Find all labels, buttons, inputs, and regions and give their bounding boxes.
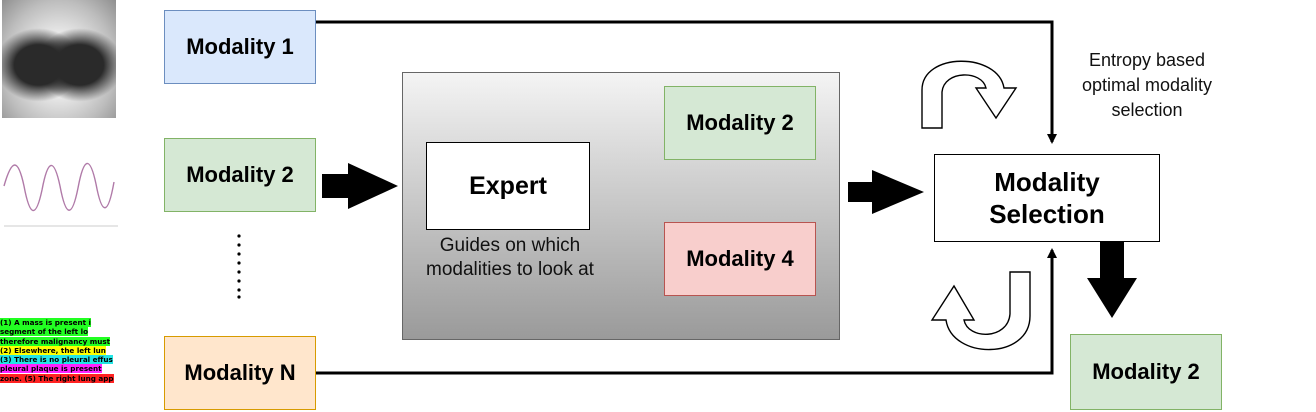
entropy-annotation-line3: selection [1111,100,1183,120]
modality-n-box: Modality N [164,336,316,410]
modality-n-label: Modality N [184,360,296,385]
expert-output-modality-4-box: Modality 4 [664,222,816,296]
modality-2-input-box: Modality 2 [164,138,316,212]
modality-1-box: Modality 1 [164,10,316,84]
entropy-annotation-line2: optimal modality [1081,75,1213,95]
expert-output-modality-4-label: Modality 4 [686,246,794,271]
expert-caption-line1: Guides on which [439,235,581,256]
entropy-annotation-line1: Entropy based [1088,50,1206,70]
report-line: therefore malignancy must [0,336,111,346]
chest-xray-thumbnail [2,0,116,118]
arrow-to-expert-panel [322,163,398,209]
ellipsis-dots [237,234,241,299]
modality-2-input-label: Modality 2 [186,162,294,187]
output-modality-2-label: Modality 2 [1092,359,1200,384]
selection-label-line1: Modality [994,167,1100,197]
expert-caption: Guides on which modalities to look at [404,234,616,282]
arrow-to-selection [848,170,924,214]
arrow-to-output [1087,242,1137,318]
report-line: (1) A mass is present i [0,318,92,327]
modality-selection-box: Modality Selection [934,154,1160,242]
report-line: pleural plaque is present [0,364,102,374]
bus-line-bottom [316,248,1057,375]
output-modality-2-box: Modality 2 [1070,334,1222,410]
expert-caption-line2: modalities to look at [426,259,594,280]
loop-arrow-top-icon [921,60,1018,129]
modality-1-label: Modality 1 [186,34,294,59]
loop-arrow-bottom-icon [930,271,1031,351]
expert-box: Expert [426,142,590,230]
signal-waveform-thumbnail [3,162,118,227]
expert-label: Expert [469,171,547,200]
entropy-annotation: Entropy based optimal modality selection [1052,48,1242,123]
bus-line-top [316,20,1057,144]
expert-output-modality-2-label: Modality 2 [686,110,794,135]
report-line: zone. (5) The right lung app [0,373,114,383]
report-line: (3) There is no pleural effus [0,355,113,365]
expert-output-modality-2-box: Modality 2 [664,86,816,160]
report-line: segment of the left lo [0,327,89,337]
selection-label-line2: Selection [989,199,1105,229]
report-line: (2) Elsewhere, the left lun [0,345,106,355]
